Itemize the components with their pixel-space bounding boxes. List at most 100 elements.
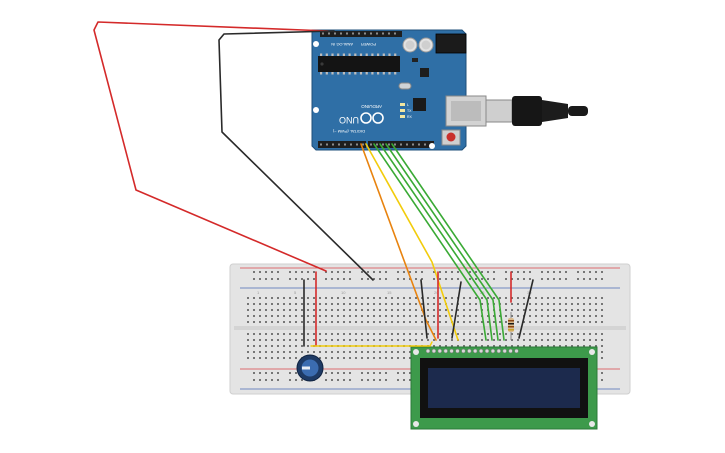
breadboard-hole (253, 278, 255, 280)
breadboard-hole (577, 297, 579, 299)
wire-red-5v[interactable] (93, 21, 329, 272)
wire-black-backlight[interactable] (518, 279, 534, 339)
logo-right-ring (360, 112, 372, 124)
breadboard-hole (469, 309, 471, 311)
breadboard-hole (337, 278, 339, 280)
breadboard-hole (259, 357, 261, 359)
atmega-chip-pins (320, 53, 397, 75)
potentiometer-indicator (302, 366, 310, 370)
breadboard-hole (385, 315, 387, 317)
breadboard-hole (439, 339, 441, 341)
header-pin (388, 143, 390, 146)
arduino-logo (360, 112, 384, 124)
lcd-16x2-module[interactable] (410, 346, 598, 430)
wire-green-d5[interactable] (373, 143, 487, 341)
breadboard-hole (601, 271, 603, 273)
breadboard-hole (559, 278, 561, 280)
breadboard-hole (361, 372, 363, 374)
wire-green-d3[interactable] (385, 143, 499, 341)
wire-yellow-d11[interactable] (365, 143, 459, 341)
breadboard-hole (529, 345, 531, 347)
wire-black-vss[interactable] (420, 279, 428, 339)
chip-pin (377, 72, 380, 75)
breadboard-hole (421, 278, 423, 280)
breadboard-hole (433, 321, 435, 323)
breadboard-hole (331, 303, 333, 305)
potentiometer[interactable] (296, 354, 324, 382)
breadboard-hole (247, 297, 249, 299)
breadboard-hole (463, 333, 465, 335)
breadboard-hole (409, 339, 411, 341)
wires[interactable] (93, 21, 534, 347)
wire-black-rw[interactable] (451, 281, 462, 339)
breadboard-hole (397, 333, 399, 335)
breadboard-hole (589, 309, 591, 311)
breadboard-hole (571, 321, 573, 323)
breadboard-hole (349, 357, 351, 359)
breadboard-hole (529, 278, 531, 280)
breadboard-hole (493, 278, 495, 280)
resistor[interactable] (508, 312, 514, 340)
breadboard-hole (595, 345, 597, 347)
lcd-header-pins[interactable] (425, 348, 519, 354)
breadboard-hole (319, 333, 321, 335)
header-pin (328, 32, 330, 35)
breadboard-hole (439, 315, 441, 317)
wire-green-d2[interactable] (391, 143, 505, 341)
breadboard-hole (247, 321, 249, 323)
wire-orange-d12[interactable] (360, 143, 437, 341)
breadboard-hole (259, 333, 261, 335)
wire-yellow-pot-to-lcd[interactable] (310, 341, 433, 347)
breadboard-hole (409, 297, 411, 299)
breadboard-hole (361, 333, 363, 335)
breadboard-hole (583, 271, 585, 273)
breadboard-hole (355, 315, 357, 317)
header-digital-low[interactable] (318, 141, 366, 148)
breadboard-hole (277, 379, 279, 381)
breadboard-hole (469, 345, 471, 347)
breadboard-hole (271, 345, 273, 347)
breadboard-hole (595, 333, 597, 335)
breadboard-hole (541, 333, 543, 335)
wire-black-gnd[interactable] (218, 30, 374, 281)
breadboard-hole (559, 297, 561, 299)
breadboard-hole (277, 351, 279, 353)
breadboard-hole (583, 309, 585, 311)
column-number: 15 (387, 290, 392, 295)
breadboard-hole (601, 309, 603, 311)
breadboard-hole (361, 309, 363, 311)
breadboard-hole (415, 309, 417, 311)
arduino-uno-board[interactable]: ANALOG IN POWER TX RX L (311, 29, 487, 151)
breadboard-hole (415, 303, 417, 305)
breadboard-hole (385, 303, 387, 305)
breadboard-hole (295, 333, 297, 335)
breadboard-hole (289, 297, 291, 299)
chip-pin (337, 72, 340, 75)
breadboard-hole (427, 333, 429, 335)
breadboard-hole (361, 315, 363, 317)
breadboard-hole (511, 309, 513, 311)
breadboard-hole (589, 339, 591, 341)
breadboard-hole (259, 303, 261, 305)
breadboard-hole (289, 321, 291, 323)
dc-power-jack[interactable] (435, 33, 467, 54)
breadboard-hole (349, 271, 351, 273)
breadboard-hole (565, 297, 567, 299)
breadboard-hole (577, 278, 579, 280)
breadboard-hole (475, 309, 477, 311)
breadboard-hole (313, 297, 315, 299)
breadboard-hole (493, 315, 495, 317)
breadboard-hole (379, 309, 381, 311)
breadboard-hole (271, 303, 273, 305)
usb-cable[interactable] (485, 96, 588, 126)
reset-button[interactable] (446, 132, 456, 142)
breadboard-hole (349, 315, 351, 317)
breadboard-hole (325, 333, 327, 335)
wire-green-d4[interactable] (379, 143, 493, 341)
breadboard-hole (541, 303, 543, 305)
resistor-band (508, 329, 514, 331)
breadboard-hole (595, 321, 597, 323)
header-analog-power[interactable] (320, 31, 402, 37)
breadboard-hole (277, 345, 279, 347)
breadboard-hole (427, 309, 429, 311)
